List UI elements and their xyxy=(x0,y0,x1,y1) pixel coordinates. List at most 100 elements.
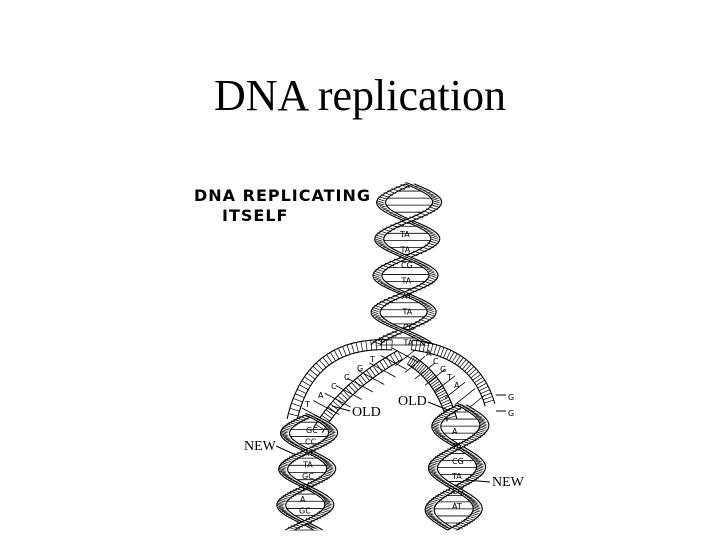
right-daughter-helix-strand-a xyxy=(447,529,458,530)
parent-base-pair-label: TA xyxy=(403,339,414,348)
fork-right-rung xyxy=(394,349,416,367)
fork-right-outer-hatch xyxy=(436,345,441,356)
fork-right-rung xyxy=(454,388,476,405)
label-new-left: NEW xyxy=(244,439,277,454)
parent-helix-hatch xyxy=(416,337,426,341)
parent-helix-hatch xyxy=(422,302,432,307)
fork-left-outer-hatch xyxy=(322,357,330,366)
fork-right-outer-hatch xyxy=(472,374,481,381)
parent-helix-strand-b xyxy=(370,343,381,345)
fork-left-outer-hatch xyxy=(365,340,368,351)
fork-left-base-label: G xyxy=(357,364,363,373)
fork-right-outer-hatch xyxy=(415,340,418,351)
pointer-old-left xyxy=(331,405,351,412)
parent-helix-hatch xyxy=(415,298,425,303)
fork-left-rung xyxy=(313,400,340,415)
right-daughter-helix-edge xyxy=(433,404,487,531)
parent-helix-hatch xyxy=(377,280,387,285)
fork-left-outer-hatch xyxy=(288,413,299,417)
pointer-new-left xyxy=(275,445,297,456)
left-daughter-pair-label: AT xyxy=(304,449,314,458)
parent-helix-hatch xyxy=(426,268,436,273)
parent-helix-hatch xyxy=(385,323,395,327)
parent-helix-hatch xyxy=(383,246,393,251)
fork-left-outer-hatch xyxy=(315,362,324,371)
parent-helix-hatch xyxy=(408,333,418,337)
parent-base-pair-label: TA xyxy=(399,230,410,239)
fork-right-rung xyxy=(404,356,426,373)
fork-left-outer-hatch xyxy=(342,346,347,356)
fork-right-inner-hatch xyxy=(431,380,440,388)
fork-right-outer-hatch xyxy=(470,371,479,379)
parent-helix-hatch xyxy=(414,186,424,190)
fork-left-outer-hatch xyxy=(304,376,313,383)
fork-right-outer-hatch xyxy=(457,357,464,366)
fork-left-inner-hatch xyxy=(357,377,364,386)
parent-helix-hatch xyxy=(428,194,439,198)
fork-left-rung xyxy=(358,370,385,385)
parent-helix-hatch xyxy=(428,232,438,237)
fork-right-inner-hatch xyxy=(437,392,447,398)
parent-helix-hatch xyxy=(371,308,381,313)
fork-right-inner-hatch xyxy=(407,355,413,365)
fork-right-inner-edge xyxy=(407,363,448,422)
parent-helix-hatch xyxy=(381,321,391,325)
parent-helix-hatch xyxy=(420,226,430,231)
fork-left-inner-hatch xyxy=(376,363,383,372)
fork-right-inner-hatch xyxy=(446,415,457,420)
left-daughter-helix-strand-a xyxy=(285,529,296,530)
right-daughter-helix-edge xyxy=(424,404,478,531)
parent-helix-hatch xyxy=(384,284,394,289)
parent-helix-hatch xyxy=(389,212,399,217)
parent-helix-hatch xyxy=(430,236,440,241)
fork-left-outer-hatch xyxy=(297,388,307,394)
diagram-heading-line2: ITSELF xyxy=(222,206,288,225)
fork-left-outer-hatch xyxy=(370,340,373,351)
parent-helix-hatch xyxy=(416,224,426,229)
parent-base-pair-label: CG xyxy=(401,261,413,270)
fork-right-inner-hatch xyxy=(419,365,427,374)
fork-right-inner-hatch xyxy=(414,361,422,370)
fork-left-outer-hatch xyxy=(333,350,340,360)
fork-left-inner-hatch xyxy=(372,365,380,375)
fork-right-inner-hatch xyxy=(424,371,432,379)
parent-base-pair-label: TA xyxy=(400,246,411,255)
fork-right-inner-hatch xyxy=(439,396,450,402)
fork-right-outer-edge xyxy=(411,349,486,407)
fork-left-inner-hatch xyxy=(323,412,333,419)
fork-right-outer-hatch xyxy=(418,341,422,352)
fork-left-inner-hatch xyxy=(337,395,346,403)
fork-left-inner-hatch xyxy=(369,367,376,377)
left-daughter-helix-edge xyxy=(285,414,337,531)
parent-helix-hatch xyxy=(375,317,385,321)
parent-helix-hatch xyxy=(379,206,389,210)
fork-left-inner-hatch xyxy=(315,424,325,430)
fork-right-outer-hatch xyxy=(482,396,493,401)
fork-right-inner-edge xyxy=(412,355,458,419)
fork-left-outer-hatch xyxy=(291,402,302,407)
parent-helix-hatch xyxy=(395,252,405,257)
fork-right-inner-hatch xyxy=(440,399,451,405)
parent-helix-hatch xyxy=(412,222,422,227)
fork-left-base-label: C xyxy=(331,382,337,391)
fork-right-outer-hatch xyxy=(464,363,472,372)
fork-left-rung xyxy=(346,377,374,393)
fork-right-outer-hatch xyxy=(449,351,455,361)
fork-left-outer-hatch xyxy=(301,380,311,387)
fork-left-inner-hatch xyxy=(397,350,403,360)
parent-helix-hatch xyxy=(413,260,424,265)
fork-right-outer-hatch xyxy=(477,382,487,389)
fork-right-base-label: G xyxy=(440,365,446,374)
fork-right-inner-hatch xyxy=(433,385,443,392)
parent-helix-hatch xyxy=(390,325,400,329)
left-daughter-pair-label: TA xyxy=(300,484,311,493)
parent-helix-hatch xyxy=(392,288,402,293)
parent-helix-hatch xyxy=(385,210,395,215)
fork-left-outer-hatch xyxy=(346,344,351,355)
parent-helix-hatch xyxy=(426,310,437,315)
parent-helix-hatch xyxy=(382,208,392,212)
fork-left-inner-hatch xyxy=(332,400,341,408)
parent-helix-hatch xyxy=(430,234,440,239)
fork-left-outer-hatch xyxy=(309,369,318,377)
fork-left-inner-hatch xyxy=(348,384,356,393)
